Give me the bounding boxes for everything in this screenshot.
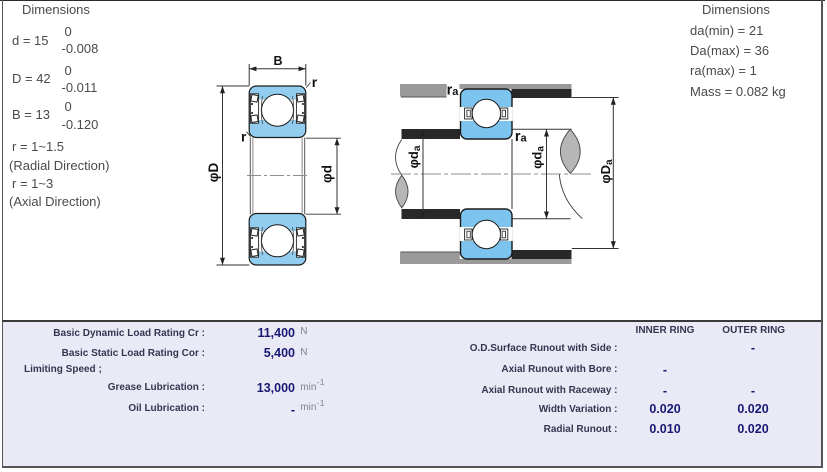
- svg-text:φD: φD: [206, 163, 221, 183]
- svg-text:r: r: [241, 129, 247, 145]
- svg-text:φda: φda: [406, 145, 423, 168]
- svg-text:φda: φda: [529, 146, 546, 169]
- svg-text:ra: ra: [447, 83, 460, 99]
- svg-text:φd: φd: [320, 165, 335, 183]
- svg-text:ra: ra: [515, 129, 528, 145]
- svg-text:B: B: [273, 54, 282, 68]
- svg-text:r: r: [312, 74, 318, 90]
- svg-text:φDa: φDa: [598, 159, 615, 184]
